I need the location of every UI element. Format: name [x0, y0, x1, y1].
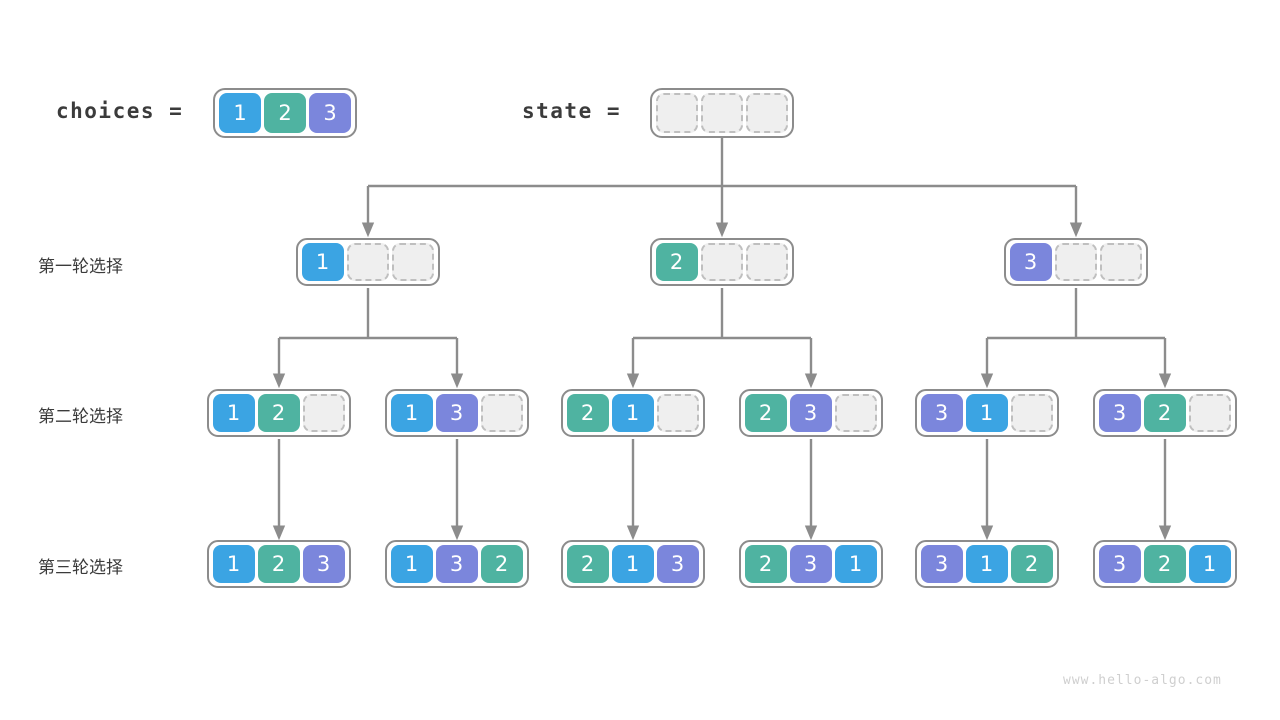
state-node-cell-1: 1 — [965, 545, 1008, 583]
state-node-cell-1: 1 — [212, 394, 255, 432]
state-node-empty-cell — [1054, 243, 1097, 281]
state-node-empty-cell — [302, 394, 345, 432]
state-node-empty-cell — [700, 243, 743, 281]
row-label-level-3: 第三轮选择 — [38, 558, 123, 578]
state-node-cell-2: 2 — [257, 545, 300, 583]
state-node-cell-3: 3 — [1098, 394, 1141, 432]
state-node-cell-1: 1 — [1188, 545, 1231, 583]
state-node-cell-3: 3 — [435, 545, 478, 583]
state-node-cell-3: 3 — [789, 394, 832, 432]
state-node-l1-2: 2 — [649, 238, 794, 286]
state-node-cell-2: 2 — [1010, 545, 1053, 583]
state-node-cell-3: 3 — [920, 545, 963, 583]
state-node-l1-3: 3 — [1003, 238, 1148, 286]
state-node-cell-1: 1 — [965, 394, 1008, 432]
state-node-cell-2: 2 — [566, 545, 609, 583]
state-label: state = — [522, 99, 622, 123]
state-node-cell-2: 2 — [257, 394, 300, 432]
state-node-empty-cell — [346, 243, 389, 281]
state-node-cell-2: 2 — [744, 394, 787, 432]
state-node-empty-cell — [1188, 394, 1231, 432]
choices-cell-1: 1 — [219, 93, 261, 133]
state-node-empty-cell — [391, 243, 434, 281]
state-node-cell-2: 2 — [566, 394, 609, 432]
choices-label: choices = — [56, 99, 184, 123]
state-node-cell-1: 1 — [212, 545, 255, 583]
state-node-cell-2: 2 — [655, 243, 698, 281]
choices-cell-2: 2 — [264, 93, 306, 133]
state-array — [650, 88, 794, 138]
state-empty-cell — [656, 93, 698, 133]
state-empty-cell — [701, 93, 743, 133]
state-node-empty-cell — [1010, 394, 1053, 432]
state-node-empty-cell — [1099, 243, 1142, 281]
state-node-cell-2: 2 — [1143, 394, 1186, 432]
state-node-cell-3: 3 — [302, 545, 345, 583]
choices-cell-3: 3 — [309, 93, 351, 133]
state-node-empty-cell — [745, 243, 788, 281]
state-node-cell-2: 2 — [1143, 545, 1186, 583]
state-node-empty-cell — [834, 394, 877, 432]
state-node-empty-cell — [656, 394, 699, 432]
state-node-cell-3: 3 — [1098, 545, 1141, 583]
state-node-cell-3: 3 — [1009, 243, 1052, 281]
state-node-cell-1: 1 — [834, 545, 877, 583]
state-node-cell-2: 2 — [480, 545, 523, 583]
state-node-cell-1: 1 — [390, 394, 433, 432]
state-node-cell-1: 1 — [390, 545, 433, 583]
state-node-cell-3: 3 — [435, 394, 478, 432]
row-label-level-1: 第一轮选择 — [38, 257, 123, 277]
state-node-cell-3: 3 — [656, 545, 699, 583]
state-node-cell-3: 3 — [789, 545, 832, 583]
state-node-cell-1: 1 — [611, 394, 654, 432]
state-node-cell-1: 1 — [611, 545, 654, 583]
state-node-empty-cell — [480, 394, 523, 432]
state-empty-cell — [746, 93, 788, 133]
watermark: www.hello-algo.com — [1063, 673, 1222, 688]
state-node-cell-2: 2 — [744, 545, 787, 583]
row-label-level-2: 第二轮选择 — [38, 407, 123, 427]
state-node-cell-1: 1 — [301, 243, 344, 281]
state-node-l1-1: 1 — [295, 238, 440, 286]
state-node-cell-3: 3 — [920, 394, 963, 432]
